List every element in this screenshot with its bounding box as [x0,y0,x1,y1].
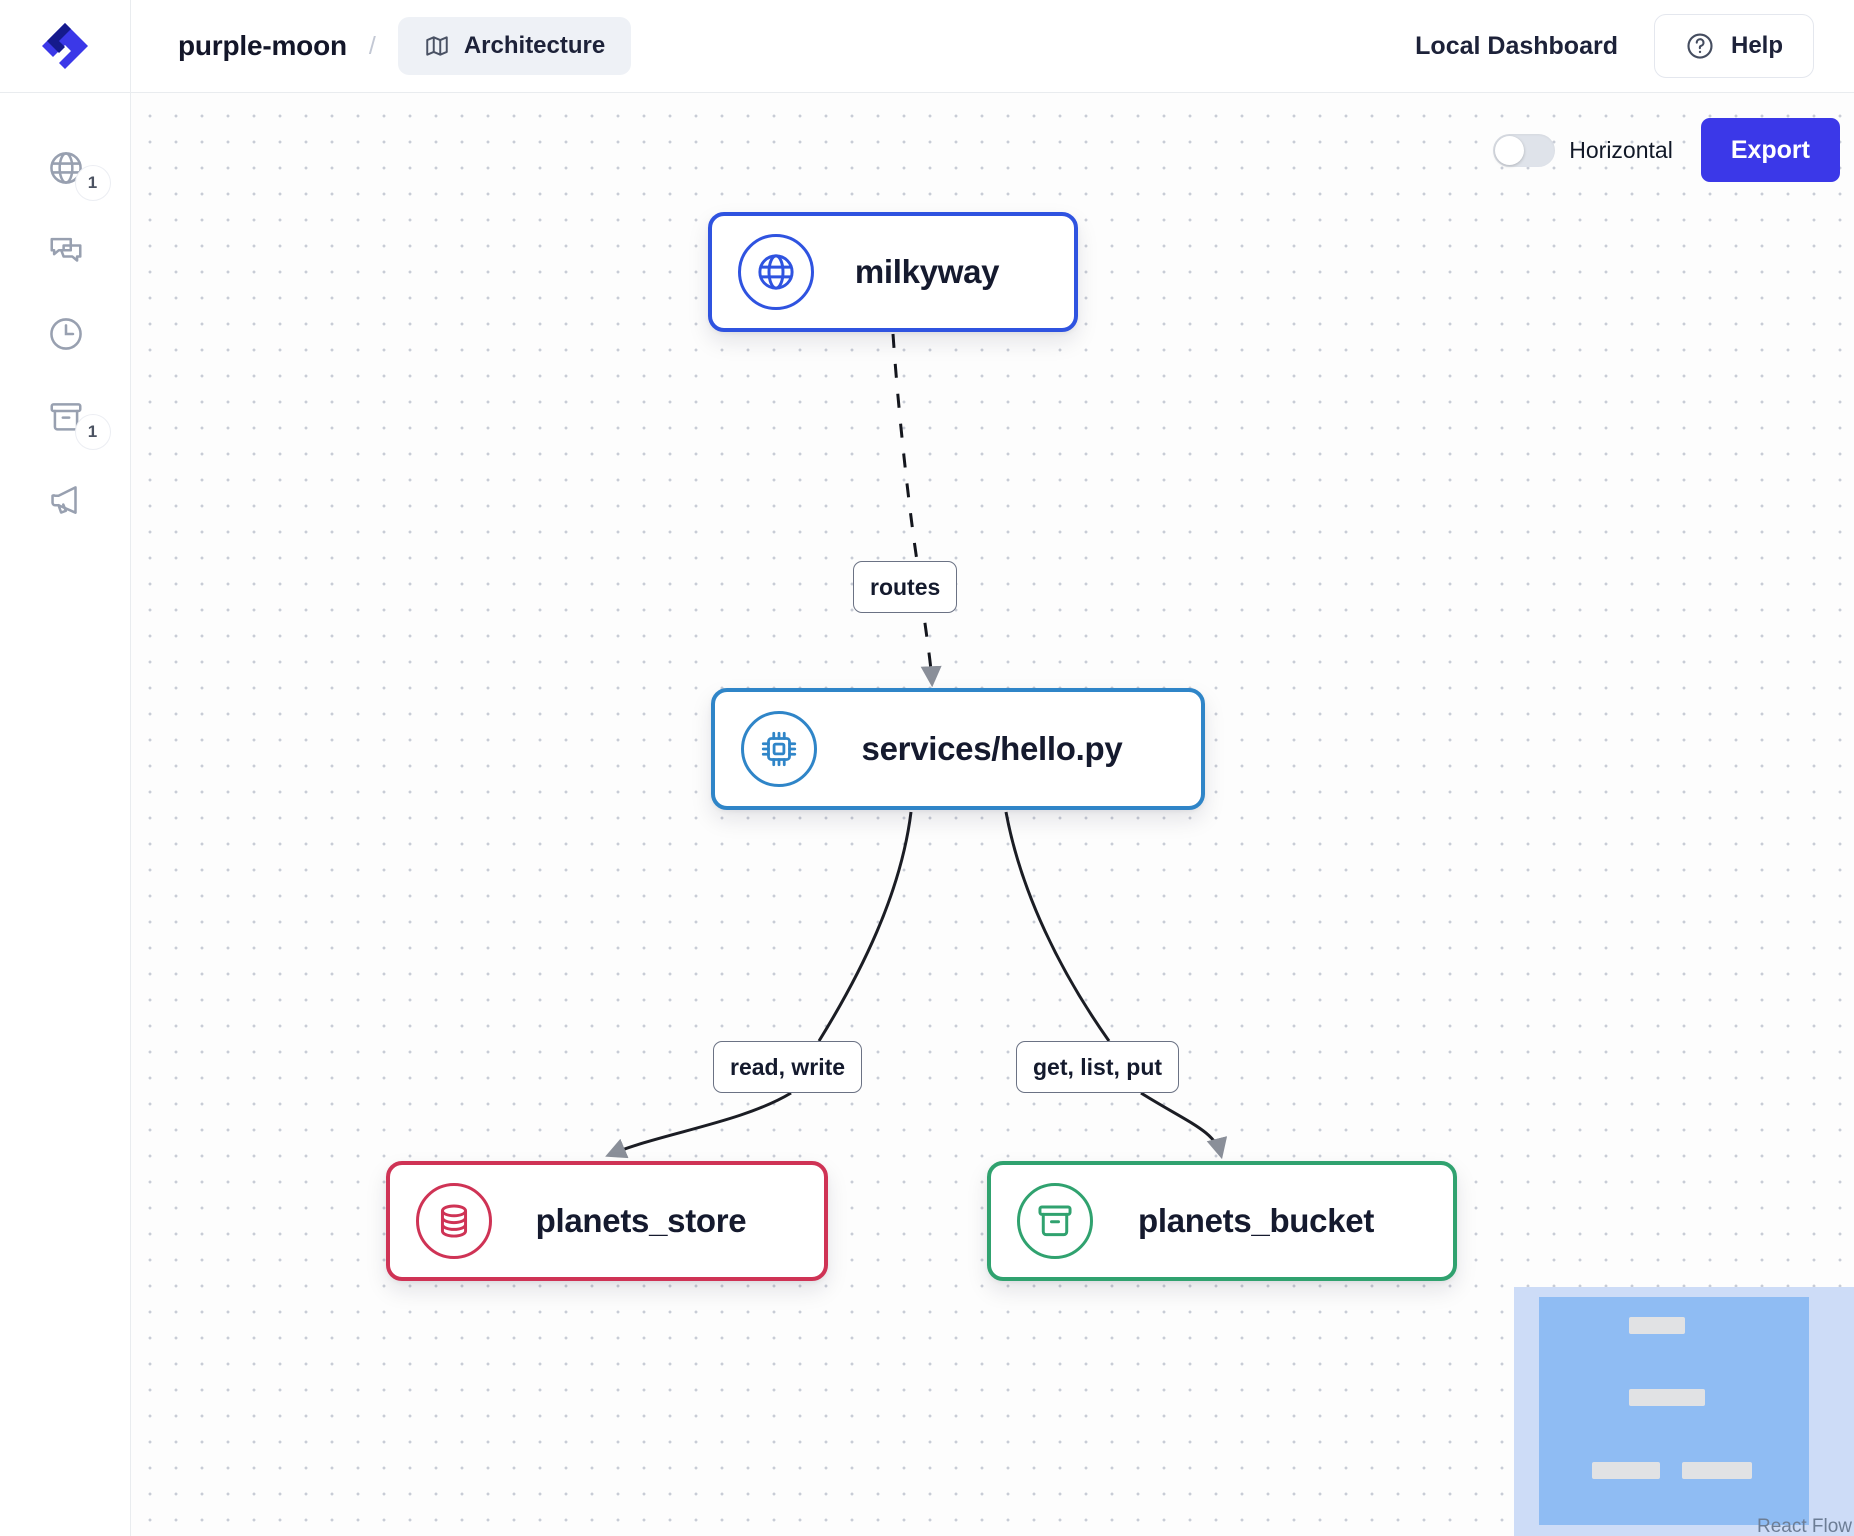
node-planets-store-label: planets_store [535,1202,747,1239]
edge-routes [891,333,923,586]
help-button-label: Help [1730,32,1783,59]
node-store-icon-wrap [416,1183,492,1259]
sidebar-item-schedules[interactable] [0,304,131,368]
edge-read-write-tail [605,1091,792,1159]
node-milkyway[interactable]: milkyway [708,212,1078,332]
edge-read-write [817,811,913,1042]
node-milkyway-icon-wrap [738,234,814,310]
sidebar-badge-endpoints: 1 [74,164,111,201]
chip-icon [761,731,797,767]
minimap-node [1629,1389,1705,1406]
bucket-icon: 1 [47,398,111,450]
help-button[interactable]: Help [1653,14,1814,78]
sidebar-item-messaging[interactable] [0,221,131,285]
node-planets-bucket[interactable]: planets_bucket [987,1161,1457,1281]
minimap-node [1629,1317,1685,1334]
app-logo-diamond-icon [42,23,88,69]
edge-get-list-put-tail [1140,1091,1228,1160]
sidebar-item-storage[interactable]: 1 [0,387,131,451]
bucket-icon [1038,1205,1072,1237]
minimap[interactable]: React Flow [1514,1287,1854,1536]
edge-label-get-list-put[interactable]: get, list, put [1016,1041,1180,1093]
node-planets-bucket-label: planets_bucket [1137,1202,1375,1239]
edge-get-list-put [1004,811,1111,1042]
database-icon [440,1204,468,1238]
node-service-hello-label: services/hello.py [861,730,1123,767]
horizontal-toggle-group[interactable]: Horizontal [1493,133,1673,167]
horizontal-toggle[interactable] [1493,133,1556,167]
edge-label-routes[interactable]: routes [853,561,958,613]
page-title: purple-moon [178,30,347,61]
tab-architecture[interactable]: Architecture [397,17,632,75]
sidebar-item-announcements[interactable] [0,470,131,534]
architecture-canvas[interactable]: Horizontal Export [131,93,1854,1536]
header-actions: Local Dashboard Help [1415,14,1854,78]
node-planets-store[interactable]: planets_store [386,1161,828,1281]
left-sidebar: 1 [0,93,131,1536]
node-service-icon-wrap [741,711,817,787]
breadcrumb-separator: / [368,31,376,60]
horizontal-toggle-label: Horizontal [1569,136,1673,163]
megaphone-icon [47,481,85,524]
minimap-node [1592,1462,1660,1479]
node-milkyway-label: milkyway [854,253,1000,290]
chat-icon [47,232,85,275]
app-logo[interactable] [0,0,131,93]
canvas-toolbar: Horizontal Export [1493,118,1840,182]
sidebar-item-endpoints[interactable]: 1 [0,138,131,202]
minimap-viewport[interactable] [1539,1297,1809,1525]
globe-icon [758,254,794,290]
sidebar-badge-storage: 1 [74,413,111,450]
edge-label-read-write[interactable]: read, write [713,1041,863,1093]
node-bucket-icon-wrap [1017,1183,1093,1259]
node-service-hello[interactable]: services/hello.py [711,688,1205,810]
tab-architecture-label: Architecture [463,32,606,59]
minimap-node [1682,1462,1752,1479]
local-dashboard-label: Local Dashboard [1415,31,1618,60]
clock-icon [47,315,85,358]
question-circle-icon [1687,33,1713,59]
globe-icon: 1 [47,149,111,201]
graph-area: milkyway services/hello.py [131,93,1854,1536]
toggle-knob [1495,135,1525,165]
map-icon [426,36,448,56]
export-button[interactable]: Export [1700,118,1840,182]
react-flow-attribution[interactable]: React Flow [1756,1516,1852,1536]
app-header: purple-moon / Architecture Local Dashboa… [0,0,1854,93]
